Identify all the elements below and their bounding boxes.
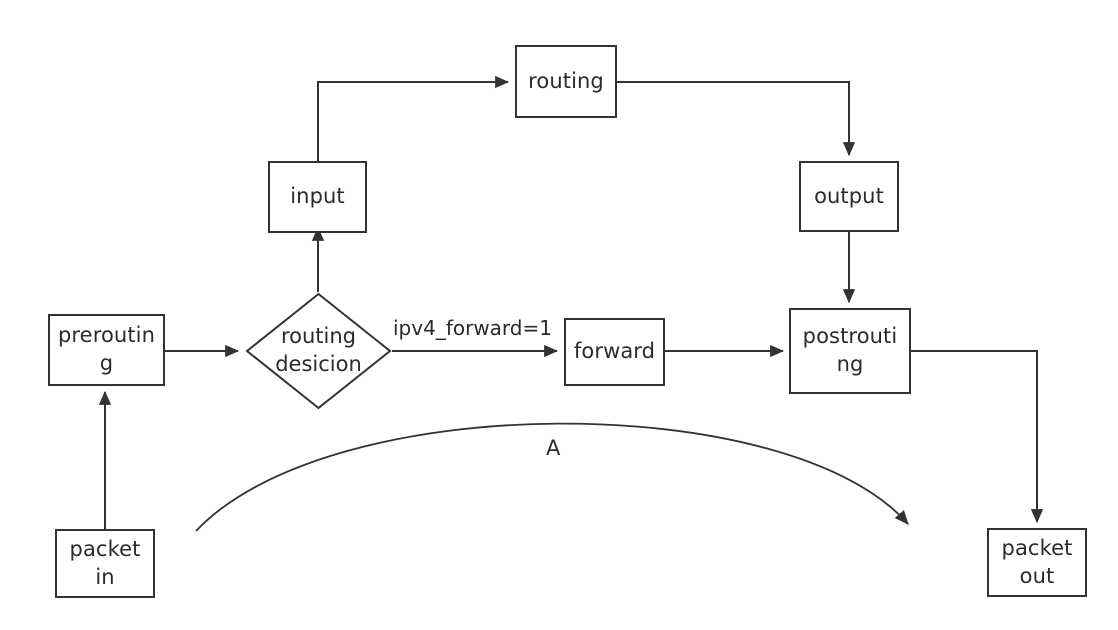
node-input-label: input	[290, 184, 345, 209]
node-forward-label: forward	[573, 339, 656, 364]
node-prerouting-label: prerouting	[57, 323, 156, 375]
node-packet-out[interactable]: packet out	[987, 528, 1087, 597]
node-routing-label: routing	[528, 68, 604, 93]
edge-curve-a	[195, 422, 909, 532]
node-routing-decision-label: routing desicion	[275, 324, 362, 376]
node-packet-in[interactable]: packet in	[55, 529, 155, 598]
node-routing-decision[interactable]: routing desicion	[245, 292, 392, 410]
edge-label-ipv4-forward: ipv4_forward=1	[393, 316, 552, 340]
node-postrouting-label: postrouting	[802, 324, 898, 376]
node-packet-in-label: packet in	[69, 536, 141, 589]
node-prerouting[interactable]: prerouting	[48, 314, 165, 386]
edge-label-curve-a: A	[546, 436, 561, 460]
node-routing[interactable]: routing	[515, 45, 617, 118]
edge-routing-to-output	[617, 81, 856, 157]
edge-postrouting-to-packet-out	[911, 350, 1044, 524]
node-forward[interactable]: forward	[564, 318, 665, 386]
node-input[interactable]: input	[268, 161, 367, 233]
node-packet-out-label: packet out	[1001, 535, 1073, 588]
diamond-shape	[245, 292, 392, 410]
edge-input-to-routing	[317, 75, 510, 161]
node-output-label: output	[814, 183, 884, 208]
node-postrouting[interactable]: postrouting	[789, 308, 911, 394]
node-output[interactable]: output	[799, 161, 899, 232]
